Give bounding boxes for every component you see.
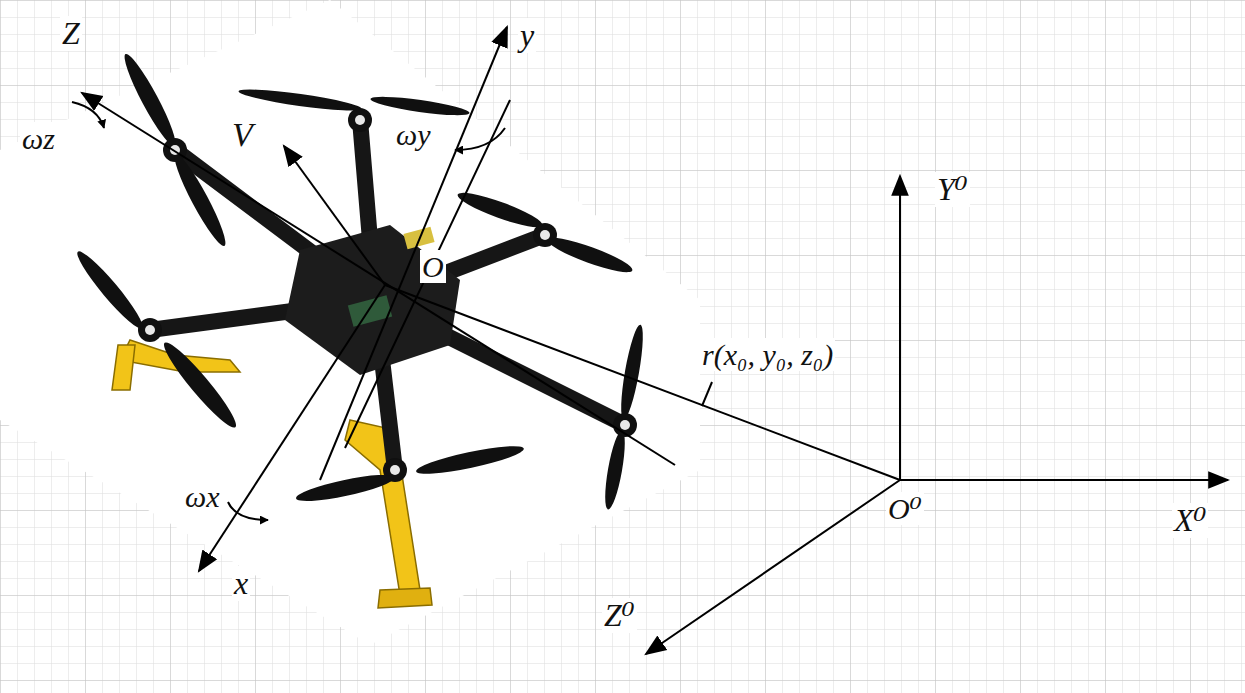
axis-label: ωx bbox=[183, 480, 222, 513]
axis-label: Z⁰ bbox=[602, 598, 637, 633]
axis-label: O⁰ bbox=[886, 492, 924, 525]
hexacopter bbox=[72, 50, 647, 608]
world-axes bbox=[385, 176, 1228, 654]
body-axes bbox=[72, 27, 675, 571]
axis-label: ωz bbox=[20, 122, 57, 155]
image-backdrop bbox=[0, 0, 700, 645]
axis-label: X⁰ bbox=[1172, 503, 1208, 538]
axis-label: Y⁰ bbox=[935, 172, 970, 207]
axis-label: O bbox=[420, 250, 446, 283]
axis-label: x bbox=[232, 566, 250, 601]
axis-label: V bbox=[230, 116, 255, 153]
axis-label: ωy bbox=[394, 118, 433, 151]
axis-label: y bbox=[518, 18, 536, 53]
axis-label: Z bbox=[60, 16, 82, 51]
axis-label: r(x₀, y₀, z₀) bbox=[700, 338, 835, 371]
